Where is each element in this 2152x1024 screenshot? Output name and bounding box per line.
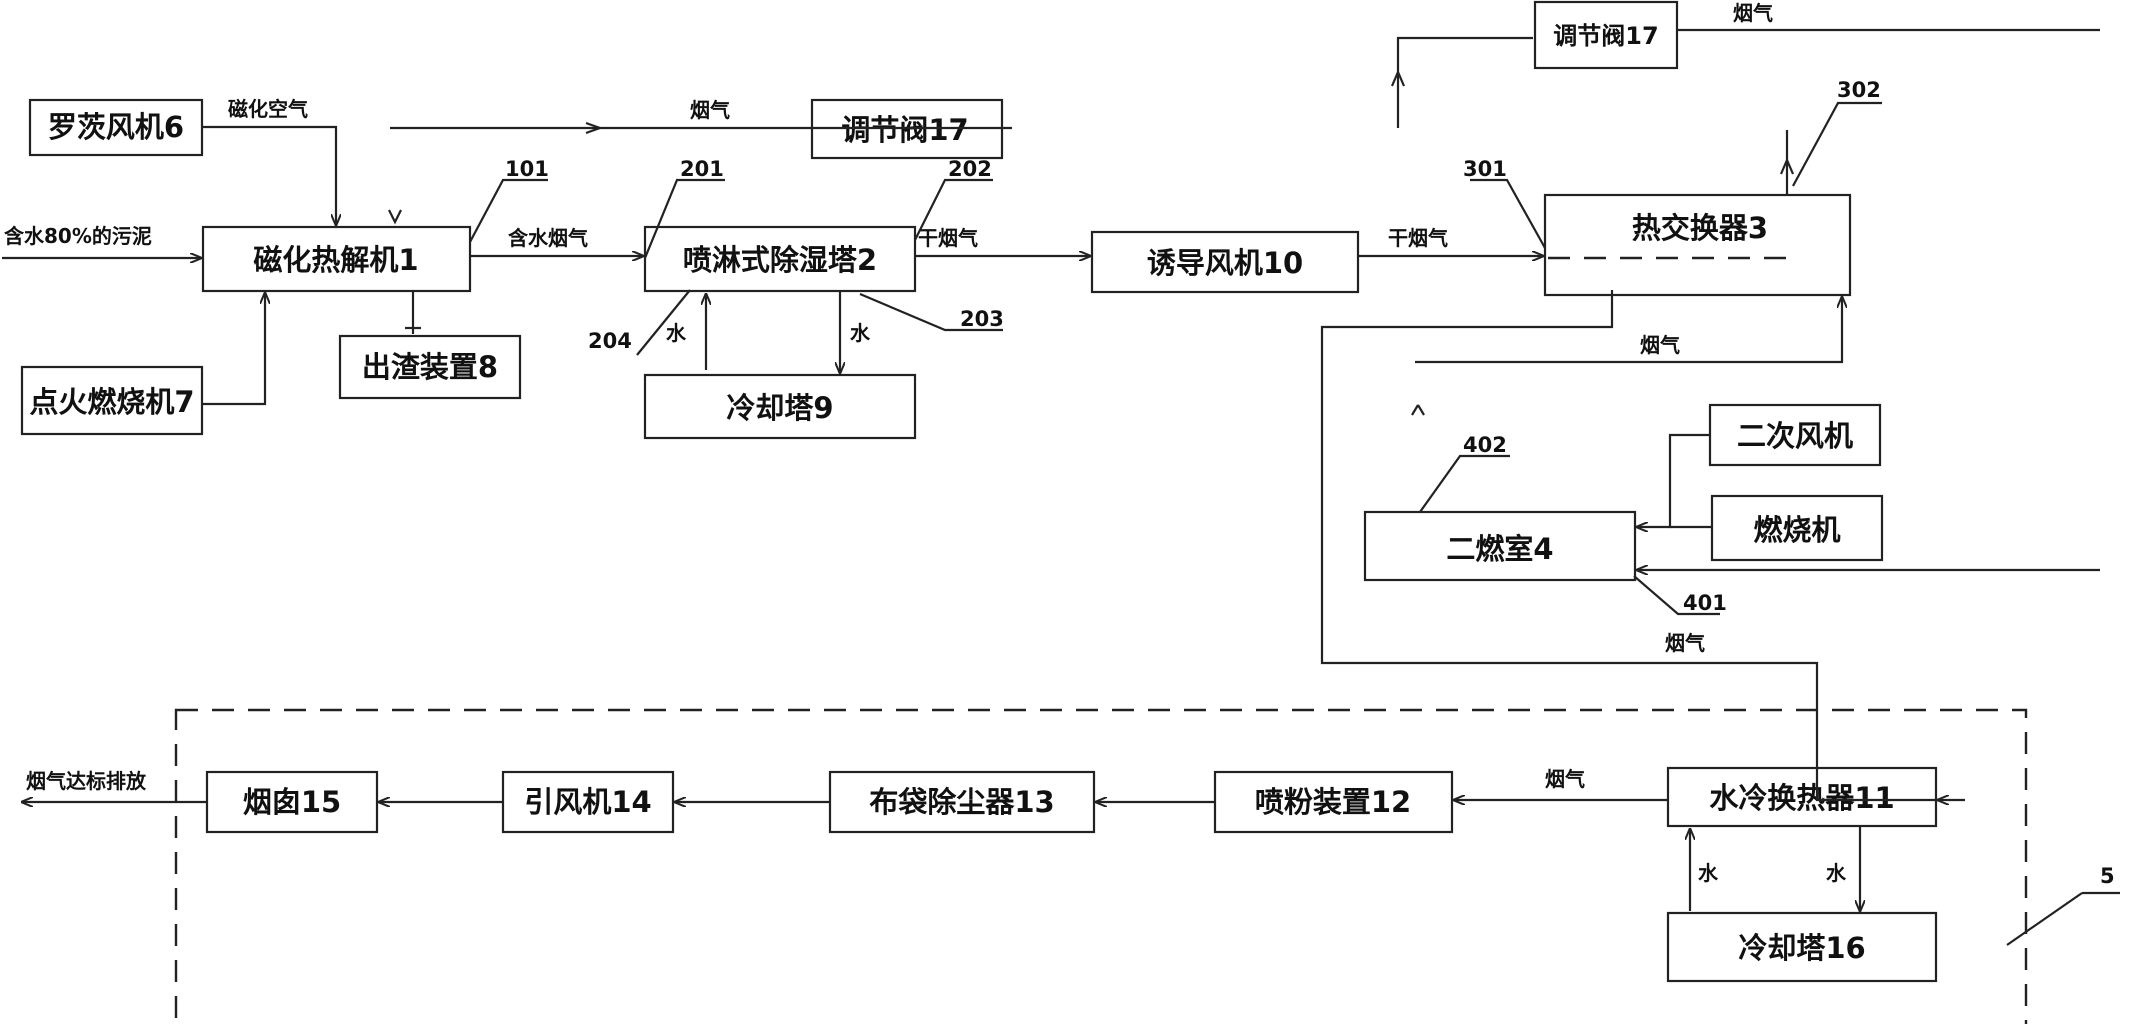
ref-301: 301 <box>1463 157 1507 181</box>
box-draft-fan-14: 引风机14 <box>501 770 675 834</box>
box-cooling-tower-9: 冷却塔9 <box>643 373 917 440</box>
label-exhaust: 烟气达标排放 <box>26 769 147 793</box>
leader-401 <box>1633 575 1720 616</box>
secondary-fan-label: 二次风机 <box>1737 419 1853 453</box>
ref-203: 203 <box>960 307 1004 331</box>
secondary-combustion-chamber-4-label: 二燃室4 <box>1446 532 1553 566</box>
arrowhead-up-a <box>1390 71 1400 87</box>
label-water-out-11: 水 <box>1826 861 1847 885</box>
arrowhead-return-b <box>585 126 601 135</box>
cooling-tower-16-label: 冷却塔16 <box>1738 931 1865 965</box>
slag-discharge-8-label: 出渣装置8 <box>362 350 498 384</box>
label-sludge-in: 含水80%的污泥 <box>4 224 152 248</box>
arrow-flue-gas-to-valve <box>1396 36 1533 128</box>
box-slag-discharge-8: 出渣装置8 <box>338 334 522 400</box>
box-spray-dehumidifier-2: 喷淋式除湿塔2 <box>643 225 917 293</box>
label-wet-flue-gas: 含水烟气 <box>508 226 588 250</box>
label-dry-flue-gas-2: 干烟气 <box>1388 226 1448 250</box>
ref-402: 402 <box>1463 433 1507 457</box>
tick-mark <box>388 209 402 225</box>
arrowhead-return-a <box>585 121 601 130</box>
chimney-15-label: 烟囱15 <box>243 785 341 819</box>
leader-204 <box>636 289 691 356</box>
label-magnetized-air: 磁化空气 <box>228 97 308 121</box>
arrow-fan-to-chamber <box>1637 433 1710 527</box>
ref-302: 302 <box>1837 78 1881 102</box>
draft-fan-14-label: 引风机14 <box>524 785 651 819</box>
box-induced-fan-10: 诱导风机10 <box>1090 230 1360 294</box>
arrowhead-up-b <box>1396 71 1406 87</box>
cooling-tower-9-label: 冷却塔9 <box>726 391 833 425</box>
leader-5 <box>2006 892 2083 946</box>
spray-dehumidifier-2-label: 喷淋式除湿塔2 <box>683 243 877 277</box>
box-powder-injector-12: 喷粉装置12 <box>1213 770 1454 834</box>
label-flue-gas-11: 烟气 <box>1545 767 1585 791</box>
bag-filter-13-label: 布袋除尘器13 <box>869 785 1054 819</box>
label-flue-gas-hx: 烟气 <box>1733 1 1773 25</box>
roots-blower-6-label: 罗茨风机6 <box>48 110 184 144</box>
ref-202: 202 <box>948 157 992 181</box>
ref-204: 204 <box>588 329 632 353</box>
box-cooling-tower-16: 冷却塔16 <box>1666 911 1938 983</box>
label-water-out-2: 水 <box>850 321 871 345</box>
line-hx-to-chamber <box>1320 290 1938 802</box>
induced-fan-10-label: 诱导风机10 <box>1147 246 1303 280</box>
leader-201 <box>643 178 725 259</box>
heat-exchanger-3-label: 热交换器3 <box>1632 211 1768 245</box>
ref-201: 201 <box>680 157 724 181</box>
label-water-in-2: 水 <box>666 321 687 345</box>
burner-label: 燃烧机 <box>1753 513 1840 547</box>
enclosure-5 <box>174 708 2028 1024</box>
label-flue-gas-mid: 烟气 <box>1665 631 1705 655</box>
ignition-burner-7-label: 点火燃烧机7 <box>29 385 194 419</box>
leader-202 <box>914 178 993 241</box>
arrowhead-302-b <box>1785 159 1795 175</box>
powder-injector-12-label: 喷粉装置12 <box>1255 785 1411 819</box>
ref-5: 5 <box>2100 864 2115 888</box>
box-chimney-15: 烟囱15 <box>205 770 379 834</box>
arrow-magnetized-air <box>202 125 336 225</box>
regulating-valve-17-left-label: 调节阀17 <box>841 113 968 147</box>
regulating-valve-17-right-label: 调节阀17 <box>1553 22 1658 50</box>
magnetized-pyrolyzer-1-label: 磁化热解机1 <box>253 243 418 277</box>
box-water-cooled-hx-11: 水冷换热器11 <box>1666 766 1938 828</box>
box-ignition-burner-7: 点火燃烧机7 <box>20 365 204 436</box>
box-secondary-fan: 二次风机 <box>1708 403 1882 467</box>
leader-101 <box>469 178 548 243</box>
box-heat-exchanger-3: 热交换器3 <box>1543 193 1852 297</box>
box-secondary-combustion-chamber-4: 二燃室4 <box>1363 510 1637 582</box>
caret-b <box>1417 404 1425 416</box>
ref-401: 401 <box>1683 591 1727 615</box>
line-chamber-to-hx <box>1415 297 1842 364</box>
leader-203 <box>859 292 1003 332</box>
arrowhead-302-a <box>1779 159 1789 175</box>
label-flue-gas-upper: 烟气 <box>1640 333 1680 357</box>
box-regulating-valve-17-right: 调节阀17 <box>1533 0 1679 70</box>
ref-101: 101 <box>505 157 549 181</box>
caret-a <box>1411 404 1419 416</box>
water-cooled-hx-11-label: 水冷换热器11 <box>1709 781 1894 815</box>
box-magnetized-pyrolyzer-1: 磁化热解机1 <box>201 225 472 293</box>
box-roots-blower-6: 罗茨风机6 <box>28 98 204 157</box>
label-flue-gas-top: 烟气 <box>690 98 730 122</box>
leader-402 <box>1419 454 1510 513</box>
box-burner: 燃烧机 <box>1710 494 1884 562</box>
arrow-ignition-feed <box>202 293 265 406</box>
label-dry-flue-gas-1: 干烟气 <box>918 226 978 250</box>
box-bag-filter-13: 布袋除尘器13 <box>828 770 1096 834</box>
label-water-in-11: 水 <box>1698 861 1719 885</box>
leader-301 <box>1470 178 1546 249</box>
leader-302 <box>1792 101 1882 187</box>
